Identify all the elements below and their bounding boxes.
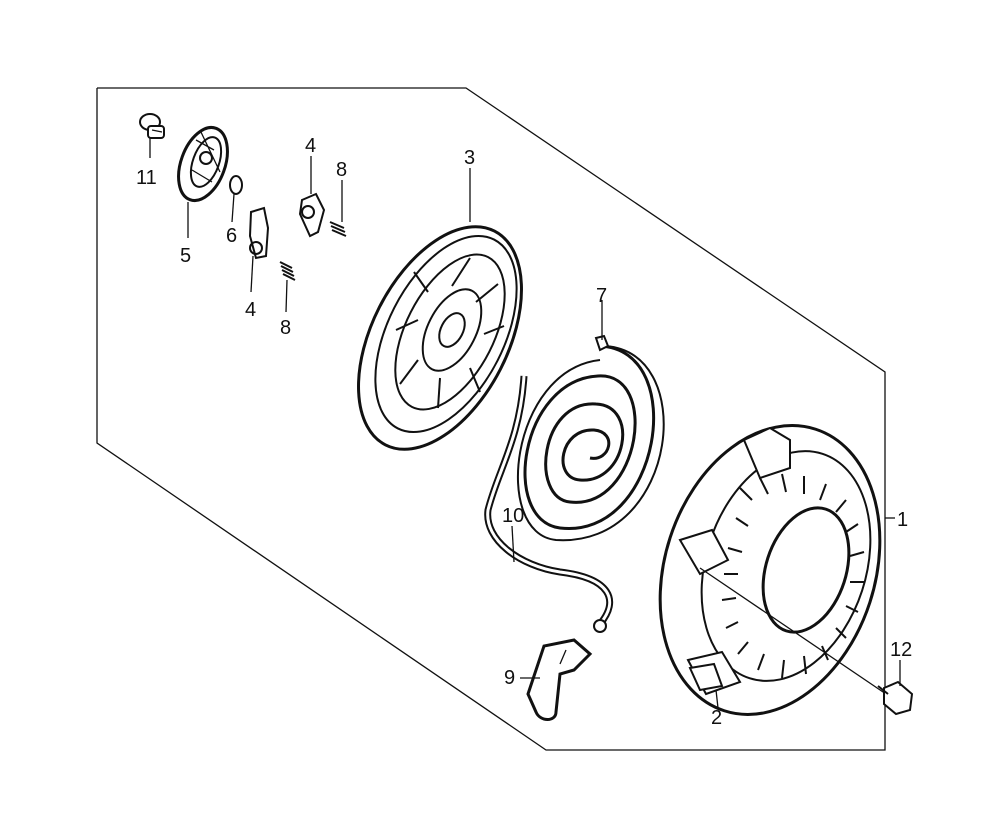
part-9-grip-handle: [526, 638, 593, 721]
callout-6: 6: [226, 225, 237, 247]
callout-8-upper: 8: [336, 159, 347, 181]
part-11-bolt: [139, 113, 165, 139]
part-12-flange-bolt: [699, 567, 914, 716]
part-10-starter-rope: [484, 375, 613, 633]
part-3-reel: [357, 225, 523, 451]
callout-7: 7: [596, 285, 607, 307]
callout-8-lower: 8: [280, 317, 291, 339]
callout-12: 12: [890, 639, 912, 661]
callout-11: 11: [136, 167, 157, 189]
part-7-recoil-spring: [516, 334, 665, 542]
case-vent-slots: [721, 473, 865, 679]
callout-5: 5: [180, 245, 191, 267]
callout-9: 9: [504, 667, 515, 689]
callout-leaders: [149, 138, 901, 709]
callout-2: 2: [711, 707, 722, 729]
callout-3: 3: [464, 147, 475, 169]
part-6-washer: [229, 175, 243, 195]
part-5-friction-plate: [177, 126, 229, 202]
part-1-starter-case: [658, 424, 882, 716]
callout-1: 1: [897, 509, 908, 531]
callout-10: 10: [502, 505, 524, 527]
callout-4-upper: 4: [305, 135, 316, 157]
part-4-ratchet-upper: [298, 192, 326, 238]
part-8-spring-upper: [329, 221, 347, 237]
assembly-boundary: [96, 87, 886, 751]
part-8-spring-lower: [279, 261, 296, 281]
part-2-case-mount: [688, 662, 724, 692]
callout-4-lower: 4: [245, 299, 256, 321]
part-4-ratchet-lower: [248, 206, 270, 260]
